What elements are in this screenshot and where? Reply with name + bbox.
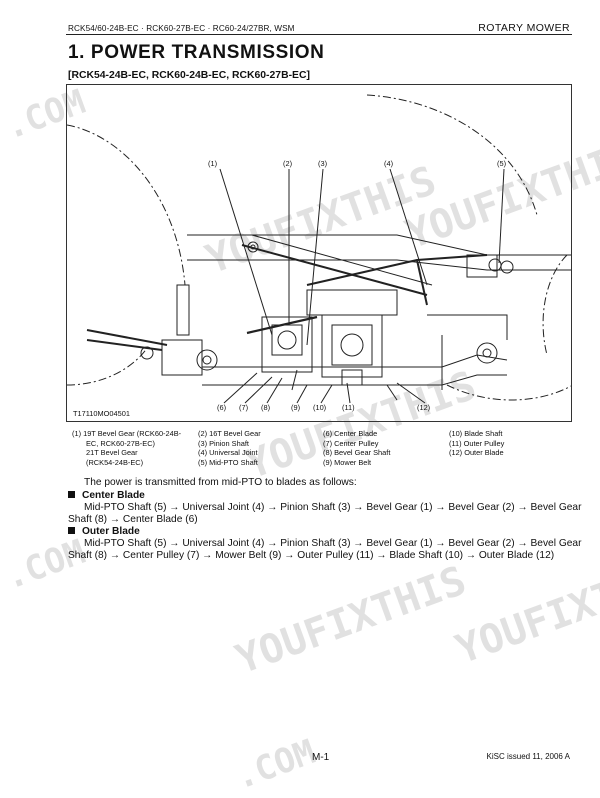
header-models: RCK54/60-24B-EC · RCK60-27B-EC · RC60-24… (68, 24, 295, 33)
callout-4: (4) (384, 159, 394, 168)
legend-item: EC, RCK60-27B-EC) (86, 438, 155, 448)
watermark: .COM (230, 731, 321, 798)
square-bullet-icon (68, 527, 75, 534)
legend-item: (12) Outer Blade (449, 448, 504, 458)
legend-item: 21T Bevel Gear (86, 448, 138, 458)
square-bullet-icon (68, 491, 75, 498)
callout-6: (6) (217, 403, 227, 412)
header-rule (66, 34, 572, 35)
callout-1: (1) (208, 159, 218, 168)
legend-item: (3) Pinion Shaft (198, 438, 249, 448)
legend-item: (11) Outer Pulley (449, 438, 505, 448)
outer-blade-heading: Outer Blade (82, 526, 140, 537)
intro-text: The power is transmitted from mid-PTO to… (84, 477, 357, 488)
legend-item: (6) Center Blade (323, 429, 378, 438)
legend-item: (8) Bevel Gear Shaft (323, 448, 391, 458)
watermark: YOUFIXTHIS (230, 557, 473, 684)
legend-item: (1) 19T Bevel Gear (RCK60-24B- (72, 429, 182, 438)
callout-12: (12) (417, 403, 431, 412)
legend-col-4: (10) Blade Shaft (11) Outer Pulley (12) … (449, 429, 504, 458)
legend-item: (10) Blade Shaft (449, 429, 503, 438)
center-path-line-1: Mid-PTO Shaft (5) → Universal Joint (4) … (84, 502, 582, 513)
page-title: 1. POWER TRANSMISSION (68, 42, 325, 63)
center-path-line-2: Shaft (8) → Center Blade (6) (68, 514, 198, 525)
legend-item: (7) Center Pulley (323, 438, 379, 448)
section-center-blade: Center Blade (68, 490, 578, 502)
watermark: YOUFIXTHIS (450, 547, 600, 674)
mower-drawing (67, 94, 571, 404)
legend-item: (9) Mower Belt (323, 457, 372, 467)
outer-path-line-2: Shaft (8) → Center Pulley (7) → Mower Be… (68, 550, 555, 561)
header-section: ROTARY MOWER (478, 22, 570, 34)
figure-id: T17110MO04501 (73, 409, 130, 418)
legend-item: (4) Universal Joint (198, 448, 258, 458)
callout-9: (9) (291, 403, 301, 412)
page-number: M-1 (312, 752, 330, 763)
outer-path-line-1: Mid-PTO Shaft (5) → Universal Joint (4) … (84, 538, 582, 549)
legend-col-3: (6) Center Blade (7) Center Pulley (8) B… (323, 429, 390, 467)
callout-7: (7) (239, 403, 249, 412)
callout-3: (3) (318, 159, 328, 168)
callout-5: (5) (497, 159, 507, 168)
legend-item: (RCK54-24B-EC) (86, 457, 144, 467)
issue-info: KiSC issued 11, 2006 A (486, 752, 570, 761)
callout-11: (11) (342, 403, 355, 412)
page-subtitle: [RCK54-24B-EC, RCK60-24B-EC, RCK60-27B-E… (68, 70, 310, 81)
transmission-diagram: (1) (2) (3) (4) (5) (6) (7) (8) (9) (10)… (66, 84, 572, 422)
legend-col-2: (2) 16T Bevel Gear (3) Pinion Shaft (4) … (198, 429, 261, 467)
legend-item: (2) 16T Bevel Gear (198, 429, 261, 438)
section-outer-blade: Outer Blade (68, 526, 578, 538)
callout-8: (8) (261, 403, 271, 412)
body-text: The power is transmitted from mid-PTO to… (68, 477, 582, 562)
legend-item: (5) Mid-PTO Shaft (198, 457, 258, 467)
callout-2: (2) (283, 159, 293, 168)
center-blade-heading: Center Blade (82, 490, 145, 501)
callout-10: (10) (313, 403, 327, 412)
legend-col-1: (1) 19T Bevel Gear (RCK60-24B- EC, RCK60… (72, 429, 181, 467)
